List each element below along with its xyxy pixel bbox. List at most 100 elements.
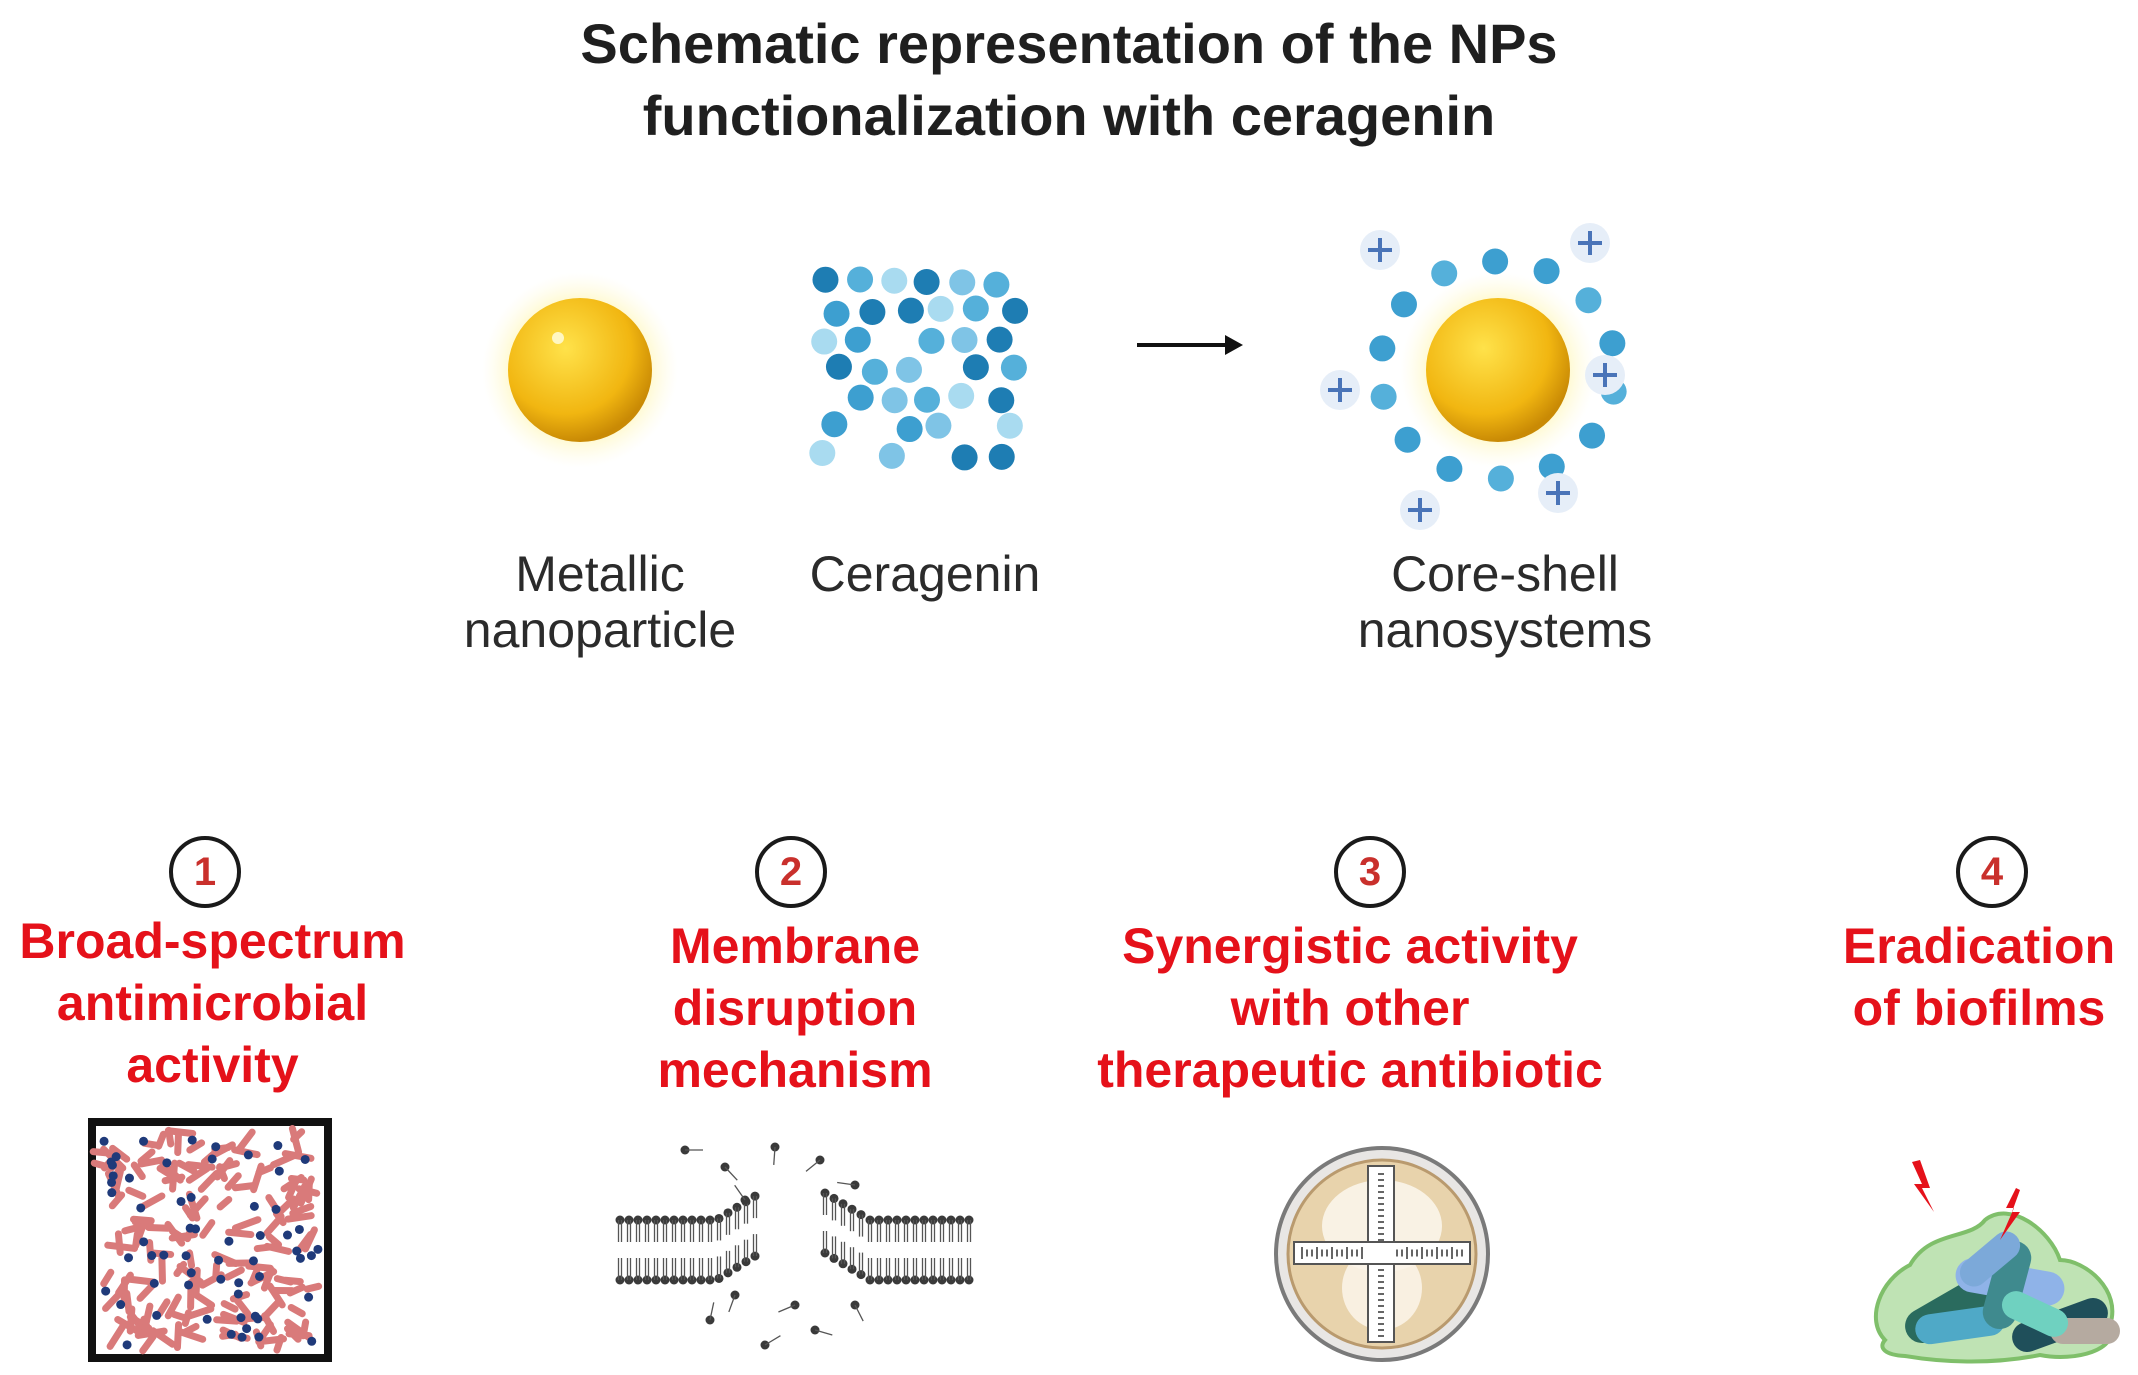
bacterium-rod bbox=[273, 1275, 295, 1286]
bacterium-coccus bbox=[249, 1201, 259, 1211]
lipid-head bbox=[732, 1262, 742, 1272]
feature-1-text: Broad-spectrum antimicrobial activity bbox=[19, 913, 406, 1093]
bacterium-coccus bbox=[99, 1136, 109, 1146]
bacterium-coccus bbox=[162, 1158, 172, 1168]
lipid-head bbox=[928, 1215, 938, 1225]
ceragenin-molecule bbox=[823, 300, 850, 327]
ceragenin-cluster-icon bbox=[809, 266, 1029, 471]
lipid-head bbox=[820, 1188, 830, 1198]
bacterium-coccus bbox=[273, 1141, 283, 1151]
lipid-head bbox=[723, 1208, 733, 1218]
lipid-head bbox=[910, 1215, 920, 1225]
ceragenin-molecule bbox=[881, 267, 908, 294]
lipid-head bbox=[919, 1275, 929, 1285]
lipid-head bbox=[829, 1193, 839, 1203]
bacterium-rod bbox=[263, 1242, 293, 1255]
bacterium-coccus bbox=[184, 1280, 194, 1290]
ceragenin-molecule bbox=[948, 382, 975, 409]
membrane-disruption-icon bbox=[615, 1142, 974, 1350]
bacterium-coccus bbox=[107, 1188, 117, 1198]
bacterium-rod bbox=[106, 1322, 127, 1350]
lipid-head bbox=[856, 1270, 866, 1280]
lipid-head bbox=[669, 1215, 679, 1225]
bacterium-coccus bbox=[295, 1253, 305, 1263]
ceragenin-molecule bbox=[1487, 465, 1514, 492]
bacterium-rod bbox=[303, 1282, 323, 1293]
ceragenin-molecule bbox=[1436, 455, 1463, 482]
lipid-head bbox=[660, 1275, 670, 1285]
bacterium-coccus bbox=[147, 1251, 157, 1261]
ceragenin-molecule bbox=[895, 356, 922, 383]
bacterium-coccus bbox=[116, 1300, 126, 1310]
core-shell-label: Core-shell nanosystems bbox=[1357, 546, 1653, 658]
lipid-head bbox=[865, 1275, 875, 1285]
bacterium-coccus bbox=[176, 1196, 186, 1206]
bacterium-rod bbox=[285, 1176, 300, 1201]
metallic-nanoparticle-label: Metallic nanoparticle bbox=[463, 546, 737, 658]
lipid-head bbox=[741, 1257, 751, 1267]
lipid-head bbox=[705, 1215, 715, 1225]
lipid-head bbox=[714, 1213, 724, 1223]
feature-number-4: 4 bbox=[1956, 836, 2028, 908]
ceragenin-molecule bbox=[1482, 248, 1509, 275]
bacterium-rod bbox=[140, 1315, 153, 1335]
ceragenin-molecule bbox=[918, 327, 945, 354]
ceragenin-molecule bbox=[1431, 260, 1458, 287]
ceragenin-molecule bbox=[1369, 335, 1396, 362]
lipid-head bbox=[856, 1210, 866, 1220]
ceragenin-molecule bbox=[811, 328, 838, 355]
lipid-head bbox=[651, 1215, 661, 1225]
petri-dish-icon bbox=[1274, 1146, 1490, 1362]
bacterium-coccus bbox=[237, 1332, 247, 1342]
bacterium-rod bbox=[137, 1148, 156, 1165]
bacterium-rod bbox=[255, 1164, 274, 1177]
feature-number-3: 3 bbox=[1334, 836, 1406, 908]
bacterium-coccus bbox=[187, 1135, 197, 1145]
ceragenin-molecule bbox=[962, 354, 989, 381]
lipid-head bbox=[615, 1215, 625, 1225]
lipid-head bbox=[624, 1215, 634, 1225]
bacteria-culture-icon bbox=[88, 1118, 332, 1362]
ceragenin-molecule bbox=[1599, 330, 1626, 357]
bacterium-coccus bbox=[152, 1310, 162, 1320]
ceragenin-molecule bbox=[996, 412, 1023, 439]
bacterium-rod bbox=[288, 1125, 303, 1156]
ceragenin-molecule bbox=[847, 266, 874, 293]
lipid-head bbox=[687, 1215, 697, 1225]
bacterium-rod bbox=[104, 1241, 139, 1252]
bacterium-coccus bbox=[136, 1203, 146, 1213]
ceragenin-molecule bbox=[1579, 422, 1606, 449]
ceragenin-molecule bbox=[988, 387, 1015, 414]
bacterium-rod bbox=[121, 1220, 154, 1235]
feature-number-1: 1 bbox=[169, 836, 241, 908]
bacterium-rod bbox=[287, 1303, 306, 1318]
bacterium-coccus bbox=[282, 1230, 292, 1240]
bacterium-rod bbox=[174, 1128, 183, 1157]
bacterium-coccus bbox=[234, 1278, 244, 1288]
lipid-head bbox=[750, 1191, 760, 1201]
bacterium-coccus bbox=[255, 1271, 265, 1281]
diagram-title: Schematic representation of the NPs func… bbox=[0, 8, 2138, 152]
feature-4-text: Eradication of biofilms bbox=[1842, 918, 2116, 1036]
bacterium-rod bbox=[137, 1156, 166, 1168]
bacterium-rod bbox=[212, 1261, 221, 1280]
ceragenin-molecule bbox=[951, 444, 978, 471]
bacterium-rod bbox=[124, 1275, 158, 1286]
bacterium-rod bbox=[289, 1202, 315, 1217]
ceragenin-molecule bbox=[861, 358, 888, 385]
bacterium-rod bbox=[220, 1300, 239, 1313]
lipid-head bbox=[615, 1275, 625, 1285]
lipid-head bbox=[883, 1215, 893, 1225]
bacterium-rod bbox=[260, 1298, 283, 1322]
bacterium-coccus bbox=[254, 1332, 264, 1342]
bacterium-rod bbox=[284, 1212, 315, 1223]
feature-2-text: Membrane disruption mechanism bbox=[657, 918, 933, 1098]
ceragenin-molecule bbox=[983, 271, 1010, 298]
bacterium-rod bbox=[271, 1287, 296, 1295]
bacterium-rod bbox=[224, 1266, 245, 1281]
ceragenin-molecule bbox=[962, 295, 989, 322]
metallic-nanoparticle-icon bbox=[482, 272, 678, 468]
bacterium-coccus bbox=[271, 1204, 281, 1214]
bacterium-rod bbox=[199, 1219, 216, 1239]
bacterium-coccus bbox=[216, 1274, 226, 1284]
